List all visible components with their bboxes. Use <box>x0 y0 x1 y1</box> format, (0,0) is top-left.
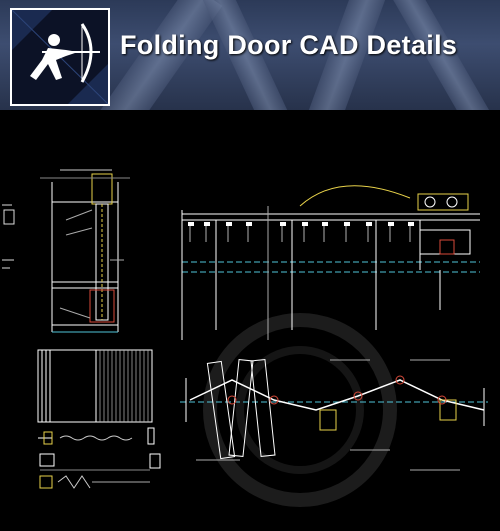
track-hangers <box>188 222 414 226</box>
page-title: Folding Door CAD Details <box>120 30 458 60</box>
cad-drawing-area <box>0 110 500 526</box>
profile-details <box>38 427 161 489</box>
panel-hatching <box>99 350 149 422</box>
cad-details-drawing <box>2 169 488 507</box>
folding-door-plan <box>180 358 488 471</box>
archer-logo-icon <box>10 8 110 106</box>
header-banner: Folding Door CAD Details <box>0 0 500 110</box>
vertical-section-detail <box>40 169 130 333</box>
panel-elevation <box>37 349 153 423</box>
track-elevation <box>181 185 480 340</box>
